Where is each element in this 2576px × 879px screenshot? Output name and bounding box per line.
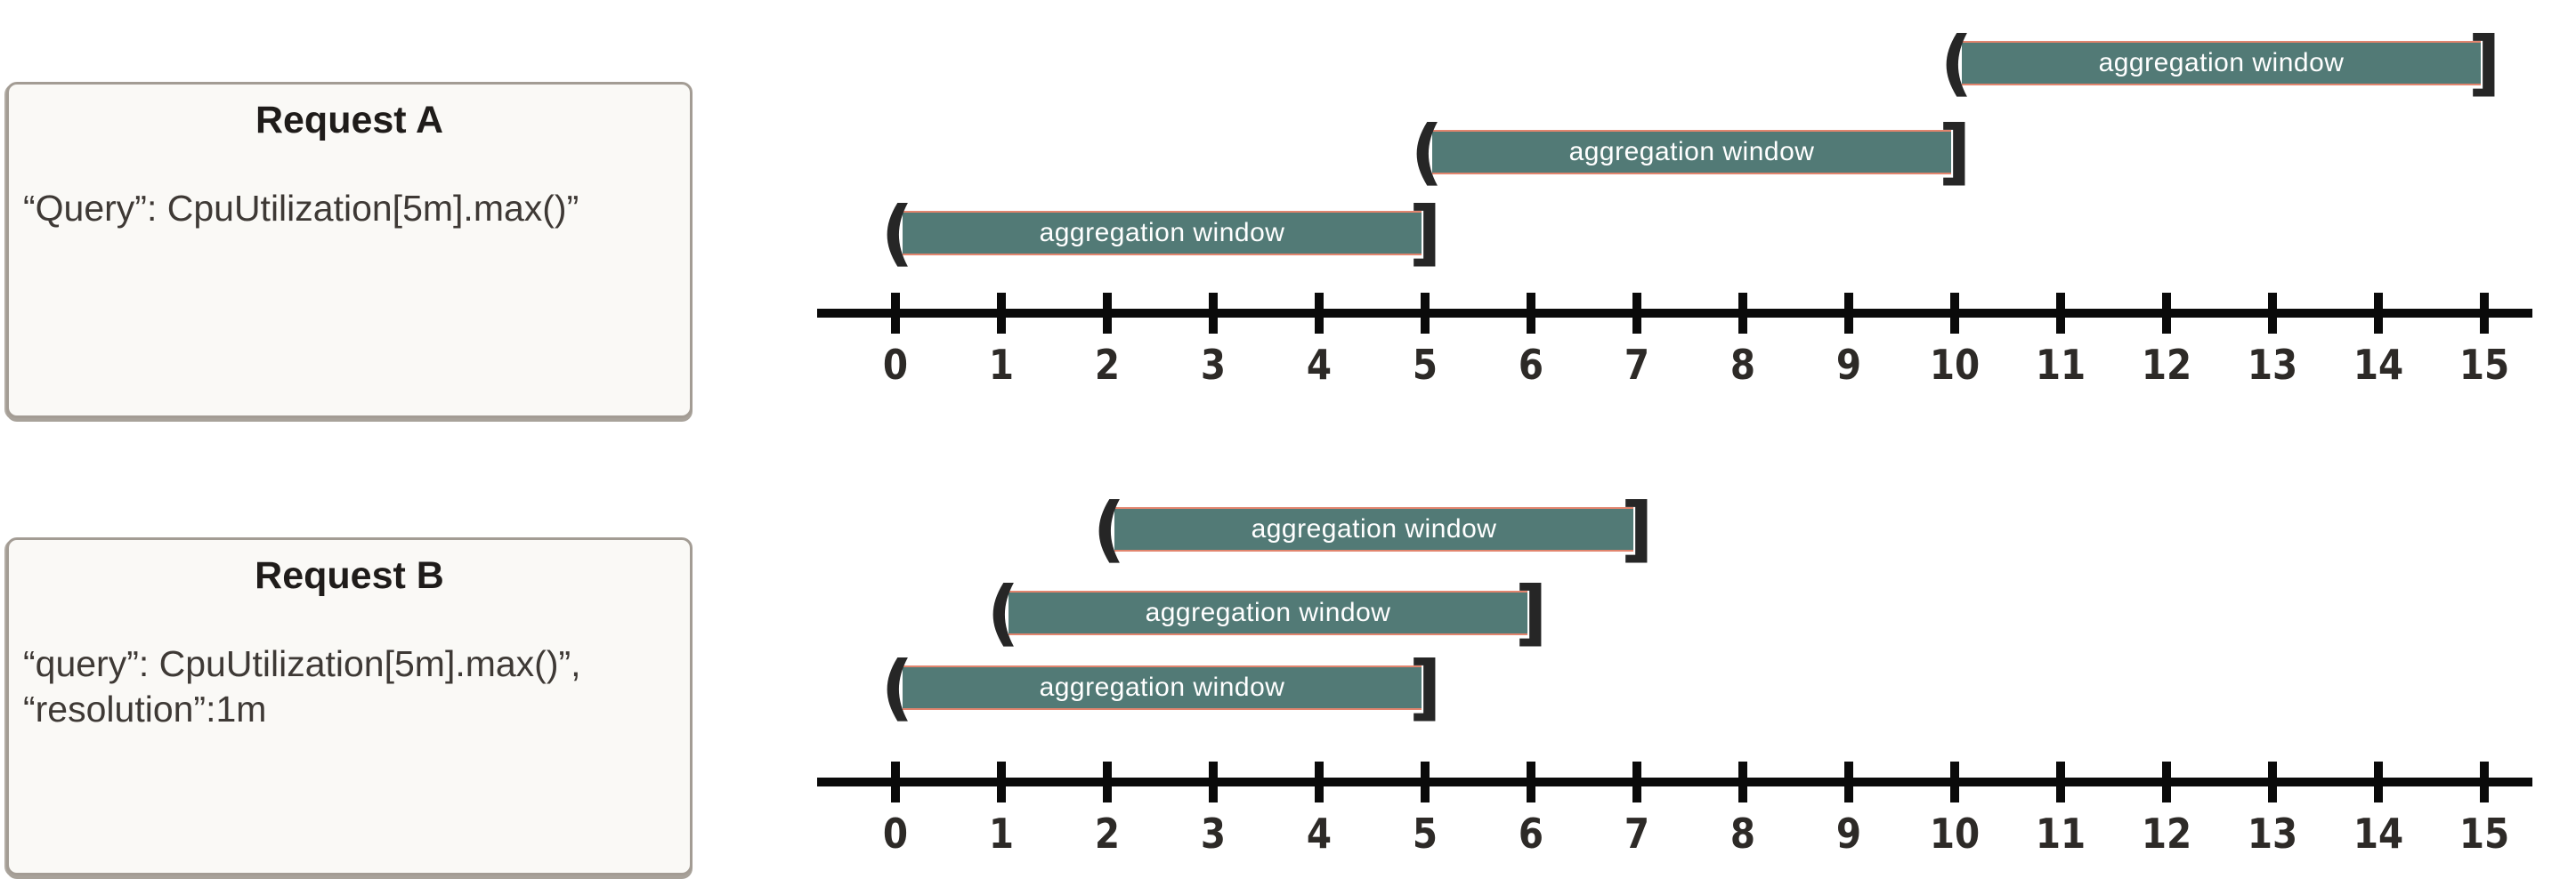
aggregation-window-label: aggregation window <box>1251 514 1497 544</box>
tick-label: 0 <box>882 341 909 389</box>
tick-label: 7 <box>1624 810 1650 858</box>
tick-label: 2 <box>1094 341 1121 389</box>
request-a-query-line: “Query”: CpuUtilization[5m].max()” <box>23 188 579 229</box>
axis-tick <box>1209 293 1218 334</box>
tick-label: 13 <box>2247 341 2298 389</box>
close-bracket: ] <box>1938 110 1972 193</box>
aggregation-window-bar: aggregation window <box>903 211 1422 255</box>
axis-tick <box>1632 762 1641 802</box>
close-bracket: ] <box>1408 646 1442 729</box>
close-bracket: ] <box>1620 488 1654 570</box>
tick-label: 9 <box>1835 810 1862 858</box>
axis-tick <box>1844 293 1853 334</box>
open-paren-bracket: ( <box>1092 488 1126 570</box>
aggregation-window-bar: aggregation window <box>1432 130 1951 174</box>
aggregation-window-label: aggregation window <box>1145 598 1391 627</box>
axis-tick <box>1103 293 1112 334</box>
tick-label: 10 <box>1929 810 1981 858</box>
open-paren-bracket: ( <box>880 646 914 729</box>
aggregation-window-label: aggregation window <box>2098 48 2345 77</box>
axis-tick <box>2480 762 2489 802</box>
axis-tick <box>1421 762 1430 802</box>
tick-label: 14 <box>2353 341 2404 389</box>
close-bracket: ] <box>1408 191 1442 274</box>
axis-tick <box>2374 762 2383 802</box>
axis-tick <box>1738 293 1747 334</box>
request-b-query-line: “query”: CpuUtilization[5m].max()”, <box>23 643 581 684</box>
tick-label: 3 <box>1200 341 1227 389</box>
close-bracket: ] <box>1514 571 1548 654</box>
axis-tick <box>2268 762 2277 802</box>
tick-label: 4 <box>1306 810 1333 858</box>
tick-label: 8 <box>1729 810 1756 858</box>
aggregation-window-label: aggregation window <box>1039 218 1285 247</box>
open-paren-bracket: ( <box>1410 110 1444 193</box>
axis-tick <box>1527 762 1535 802</box>
tick-label: 14 <box>2353 810 2404 858</box>
tick-label: 12 <box>2141 341 2192 389</box>
axis-tick <box>1315 293 1324 334</box>
tick-label: 3 <box>1200 810 1227 858</box>
axis-line <box>817 778 2532 786</box>
tick-label: 15 <box>2459 341 2510 389</box>
axis-tick <box>2268 293 2277 334</box>
axis-tick <box>1950 293 1959 334</box>
axis-tick <box>1632 293 1641 334</box>
tick-label: 12 <box>2141 810 2192 858</box>
axis-tick <box>1103 762 1112 802</box>
tick-label: 6 <box>1518 341 1544 389</box>
tick-label: 11 <box>2035 810 2086 858</box>
tick-label: 13 <box>2247 810 2298 858</box>
axis-tick <box>1209 762 1218 802</box>
close-bracket: ] <box>2467 21 2501 104</box>
tick-label: 7 <box>1624 341 1650 389</box>
tick-label: 0 <box>882 810 909 858</box>
aggregation-window-label: aggregation window <box>1568 137 1815 166</box>
tick-label: 8 <box>1729 341 1756 389</box>
axis-tick <box>891 293 900 334</box>
axis-tick <box>1315 762 1324 802</box>
axis-tick <box>2056 293 2065 334</box>
axis-tick <box>2162 293 2171 334</box>
axis-tick <box>997 293 1006 334</box>
aggregation-window-label: aggregation window <box>1039 673 1285 702</box>
aggregation-window-bar: aggregation window <box>1009 591 1527 635</box>
aggregation-window-bar: aggregation window <box>903 665 1422 710</box>
axis-tick <box>1421 293 1430 334</box>
axis-tick <box>2480 293 2489 334</box>
axis-tick <box>2162 762 2171 802</box>
tick-label: 5 <box>1412 341 1438 389</box>
tick-label: 1 <box>988 810 1015 858</box>
open-paren-bracket: ( <box>1940 21 1973 104</box>
request-a-title: Request A <box>255 99 444 141</box>
tick-label: 6 <box>1518 810 1544 858</box>
aggregation-window-bar: aggregation window <box>1114 507 1633 552</box>
tick-label: 11 <box>2035 341 2086 389</box>
tick-label: 9 <box>1835 341 1862 389</box>
axis-tick <box>891 762 900 802</box>
axis-tick <box>1738 762 1747 802</box>
tick-label: 5 <box>1412 810 1438 858</box>
tick-label: 4 <box>1306 341 1333 389</box>
tick-label: 1 <box>988 341 1015 389</box>
request-a-box: Request A “Query”: CpuUtilization[5m].ma… <box>6 82 693 418</box>
axis-tick <box>2056 762 2065 802</box>
request-b-resolution-line: “resolution”:1m <box>23 689 267 730</box>
open-paren-bracket: ( <box>880 191 914 274</box>
request-b-box: Request B “query”: CpuUtilization[5m].ma… <box>6 537 693 875</box>
axis-tick <box>997 762 1006 802</box>
tick-label: 10 <box>1929 341 1981 389</box>
open-paren-bracket: ( <box>986 571 1020 654</box>
tick-label: 2 <box>1094 810 1121 858</box>
axis-line <box>817 309 2532 318</box>
request-b-title: Request B <box>255 554 444 597</box>
axis-tick <box>1527 293 1535 334</box>
axis-tick <box>1844 762 1853 802</box>
axis-tick <box>1950 762 1959 802</box>
axis-tick <box>2374 293 2383 334</box>
tick-label: 15 <box>2459 810 2510 858</box>
aggregation-window-bar: aggregation window <box>1962 41 2481 85</box>
